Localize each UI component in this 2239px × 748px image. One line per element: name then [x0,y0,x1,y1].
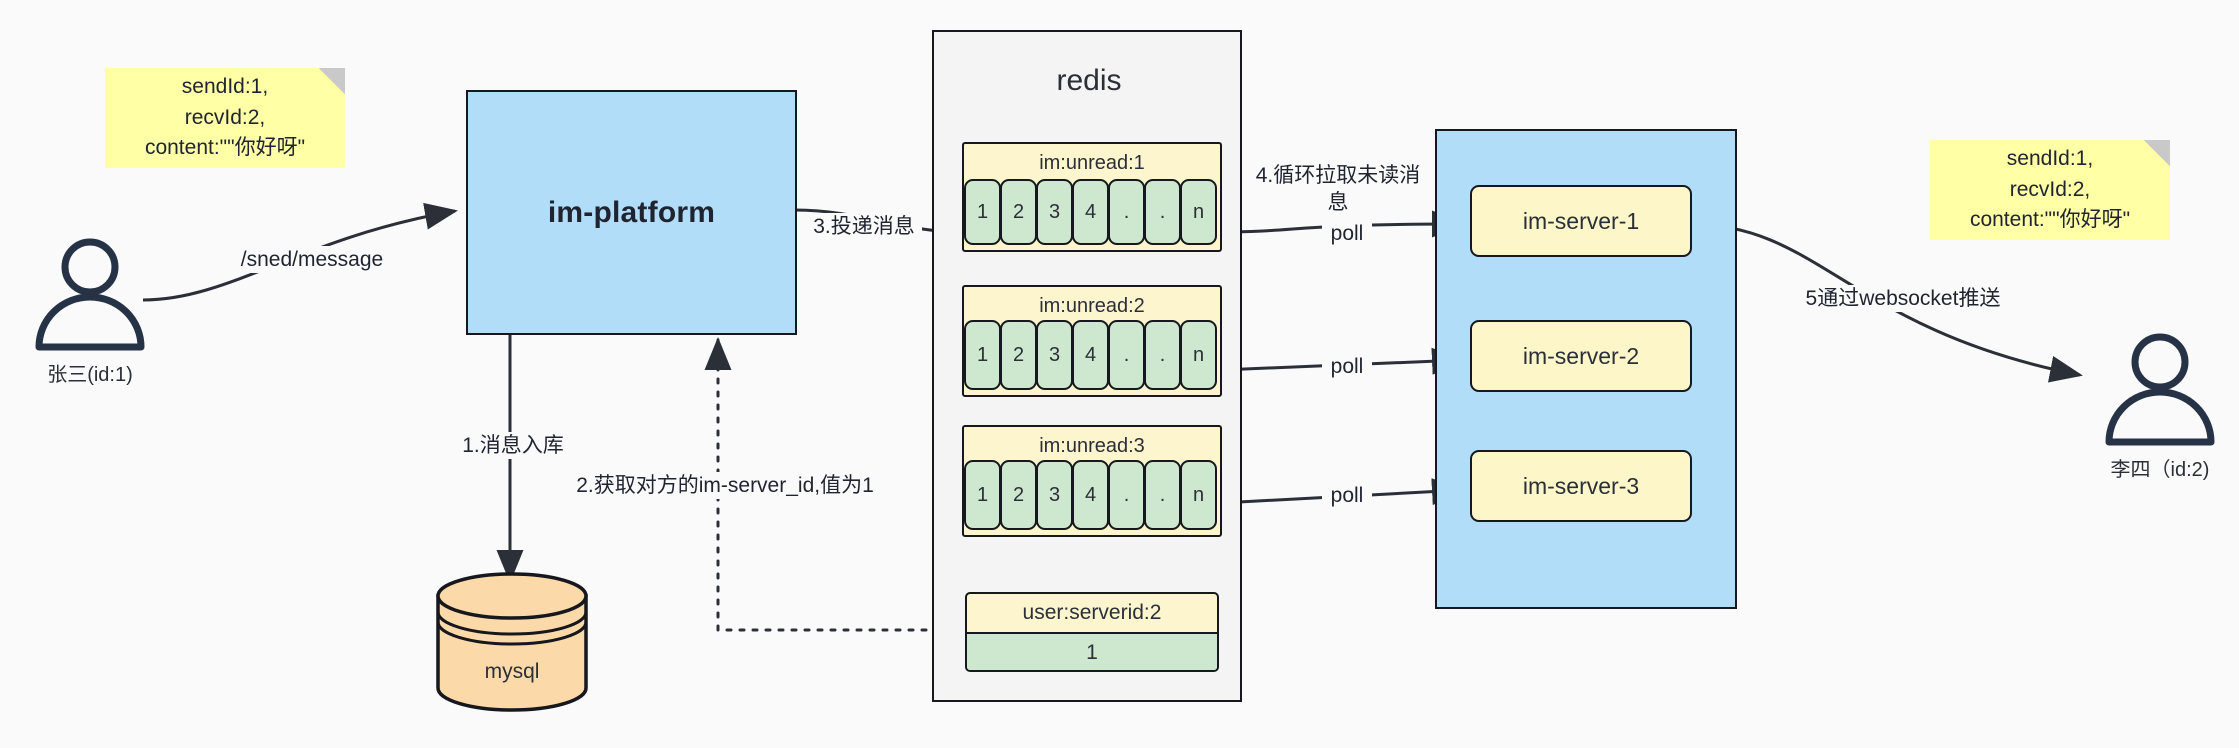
queue-cell[interactable]: 4 [1072,460,1109,530]
node-im-server-3[interactable]: im-server-3 [1470,450,1692,522]
node-mysql[interactable]: mysql [432,572,592,712]
edge-label-poll-2: poll [1322,353,1372,381]
queue-cell[interactable]: 3 [1036,460,1073,530]
queue-cell[interactable]: 2 [1000,460,1037,530]
edge-label-store-message: 1.消息入库 [448,432,578,460]
actor-receiver-label: 李四（id:2) [2110,459,2210,481]
kv-user-serverid-value: 1 [967,634,1217,670]
kv-user-serverid-key: user:serverid:2 [967,594,1217,634]
edge-label-get-serverid: 2.获取对方的im-server_id,值为1 [575,472,875,500]
queue-im-unread-3[interactable]: im:unread:3 1 2 3 4 . . n [962,425,1222,537]
kv-user-serverid[interactable]: user:serverid:2 1 [965,592,1219,672]
queue-cell[interactable]: n [1180,320,1217,390]
queue-cell[interactable]: 2 [1000,320,1037,390]
queue-im-unread-3-key: im:unread:3 [1039,435,1145,457]
node-redis-title: redis [1056,64,1122,97]
queue-im-unread-2-key: im:unread:2 [1039,295,1145,317]
actor-sender-label: 张三(id:1) [47,364,133,386]
edge-label-deliver-message: 3.投递消息 [806,213,922,241]
node-im-server-2[interactable]: im-server-2 [1470,320,1692,392]
actor-sender: 张三(id:1) [20,235,160,386]
actor-receiver: 李四（id:2) [2090,330,2230,481]
note-fold-icon [2144,140,2170,166]
queue-im-unread-3-cells: 1 2 3 4 . . n [964,460,1220,530]
queue-cell[interactable]: . [1144,320,1181,390]
node-im-platform[interactable]: im-platform [466,90,797,335]
user-icon [35,238,145,351]
edge-label-loop-pull: 4.循环拉取未读消 息 [1253,162,1423,217]
queue-cell[interactable]: n [1180,179,1217,245]
queue-cell[interactable]: . [1144,179,1181,245]
queue-cell[interactable]: 1 [964,179,1001,245]
note-left: sendId:1, recvId:2, content:""你好呀" [105,68,345,168]
node-im-server-1-label: im-server-1 [1522,207,1640,234]
node-im-server-2-label: im-server-2 [1522,342,1640,369]
database-cylinder-icon: mysql [436,572,588,712]
node-im-server-3-label: im-server-3 [1522,472,1640,499]
queue-im-unread-2-cells: 1 2 3 4 . . n [964,320,1220,390]
note-right: sendId:1, recvId:2, content:""你好呀" [1930,140,2170,240]
queue-cell[interactable]: 4 [1072,179,1109,245]
node-im-platform-label: im-platform [547,195,716,229]
user-icon [2105,333,2215,446]
queue-cell[interactable]: 2 [1000,179,1037,245]
queue-cell[interactable]: n [1180,460,1217,530]
queue-cell[interactable]: 1 [964,320,1001,390]
queue-cell[interactable]: 3 [1036,179,1073,245]
queue-cell[interactable]: . [1108,179,1145,245]
queue-cell[interactable]: 4 [1072,320,1109,390]
edge-label-send-message: /sned/message [232,246,392,274]
queue-im-unread-1-cells: 1 2 3 4 . . n [964,179,1220,245]
node-im-server-1[interactable]: im-server-1 [1470,185,1692,257]
note-fold-icon [319,68,345,94]
queue-cell[interactable]: . [1144,460,1181,530]
node-mysql-label: mysql [485,660,540,683]
note-left-text: sendId:1, recvId:2, content:""你好呀" [144,75,306,160]
edge-label-websocket-push: 5通过websocket推送 [1788,285,2018,313]
queue-im-unread-1[interactable]: im:unread:1 1 2 3 4 . . n [962,142,1222,252]
queue-cell[interactable]: 1 [964,460,1001,530]
queue-cell[interactable]: 3 [1036,320,1073,390]
queue-cell[interactable]: . [1108,460,1145,530]
note-right-text: sendId:1, recvId:2, content:""你好呀" [1969,147,2131,232]
queue-im-unread-1-key: im:unread:1 [1039,152,1145,174]
edge-label-poll-3: poll [1322,482,1372,510]
queue-cell[interactable]: . [1108,320,1145,390]
edge-label-poll-1: poll [1322,220,1372,248]
queue-im-unread-2[interactable]: im:unread:2 1 2 3 4 . . n [962,285,1222,397]
